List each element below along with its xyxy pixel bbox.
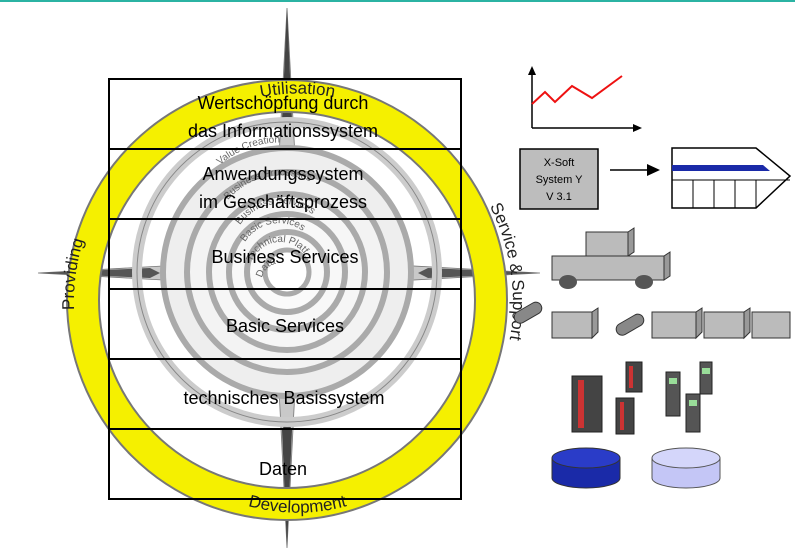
yellow-ring: [68, 81, 506, 519]
process-banner-icon: [671, 147, 792, 209]
layer-2-line2: im Geschäftsprozess: [199, 192, 367, 212]
layer-stack: [108, 78, 462, 500]
truck-icon: [551, 227, 671, 289]
servers-icon: [571, 361, 713, 435]
layer-2-line1: Anwendungssystem: [202, 164, 363, 184]
arrow-right-icon: [610, 164, 660, 176]
software-box-line3: V 3.1: [546, 191, 572, 203]
software-box-icon: X-Soft System Y V 3.1: [519, 148, 599, 210]
layer-6-label: Daten: [259, 459, 307, 479]
software-box-line1: X-Soft: [544, 157, 575, 169]
top-accent-rule: [0, 0, 795, 2]
software-box-line2: System Y: [536, 174, 584, 186]
database-icon: [551, 447, 721, 489]
layer-3-label: Business Services: [211, 247, 358, 267]
layer-1-line2: das Informationssystem: [188, 121, 378, 141]
layer-1-line1: Wertschöpfung durch: [198, 93, 369, 113]
components-icon: [513, 301, 791, 340]
layer-4-label: Basic Services: [226, 316, 344, 336]
line-chart-icon: [528, 66, 642, 132]
layer-5-label: technisches Basissystem: [183, 388, 384, 408]
inner-rings: [132, 117, 442, 427]
